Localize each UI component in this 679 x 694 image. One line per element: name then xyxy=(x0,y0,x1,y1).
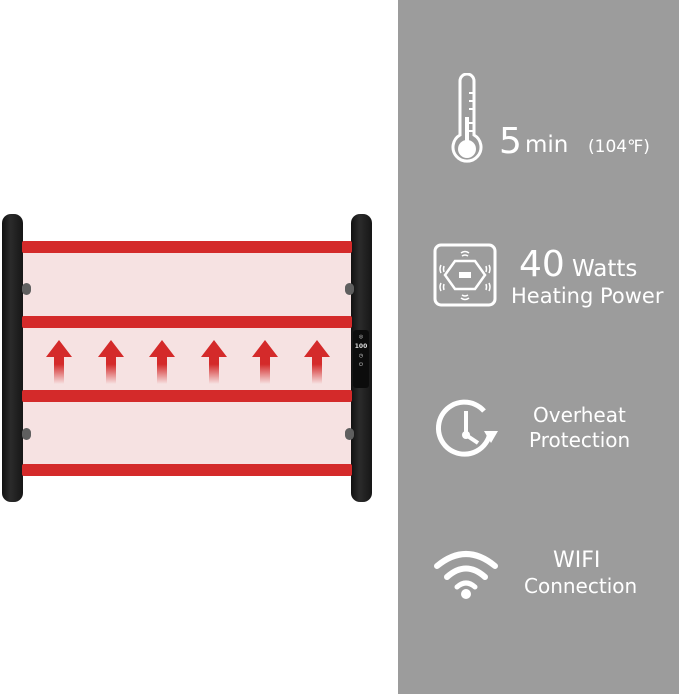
heat-arrow-icon xyxy=(149,340,175,384)
feature-line1: Overheat xyxy=(533,403,626,427)
wifi-icon xyxy=(434,551,498,599)
feature-value: 5 xyxy=(499,121,522,162)
heat-arrow-icon xyxy=(252,340,278,384)
feature-line2: Protection xyxy=(529,428,631,452)
heat-glow-panel xyxy=(22,247,352,470)
feature-detail: (104℉) xyxy=(588,137,650,157)
feature-unit: min xyxy=(525,132,569,158)
mount-knob xyxy=(22,428,31,440)
thermometer-icon xyxy=(451,73,483,163)
mount-knob xyxy=(345,428,354,440)
display-readout: 100 xyxy=(354,343,368,350)
feature-line1: WIFI xyxy=(553,548,601,573)
timer-icon[interactable]: ◷ xyxy=(358,353,364,359)
heating-rail xyxy=(22,390,352,402)
heating-element-icon xyxy=(433,243,497,307)
heat-arrow-icon xyxy=(46,340,72,384)
heat-arrow-icon xyxy=(200,340,227,384)
settings-icon[interactable]: ◎ xyxy=(358,334,364,340)
feature-detail: Heating Power xyxy=(511,284,664,308)
heat-arrow-icon xyxy=(97,340,124,384)
mount-knob xyxy=(345,283,354,295)
clock-refresh-icon xyxy=(435,399,498,457)
heating-rail xyxy=(22,464,352,476)
heat-arrow-icon xyxy=(303,340,330,384)
power-icon[interactable]: ⏻ xyxy=(359,362,363,368)
mount-knob xyxy=(22,283,31,295)
feature-line2: Connection xyxy=(524,574,638,598)
feature-value: 40 xyxy=(519,244,565,285)
feature-unit: Watts xyxy=(572,256,638,282)
heating-rail xyxy=(22,316,352,328)
product-image: ◎ 100 ◷ ⏻ xyxy=(2,214,372,502)
heating-rail xyxy=(22,241,352,253)
left-post xyxy=(2,214,23,502)
control-panel[interactable]: ◎ 100 ◷ ⏻ xyxy=(353,330,369,388)
